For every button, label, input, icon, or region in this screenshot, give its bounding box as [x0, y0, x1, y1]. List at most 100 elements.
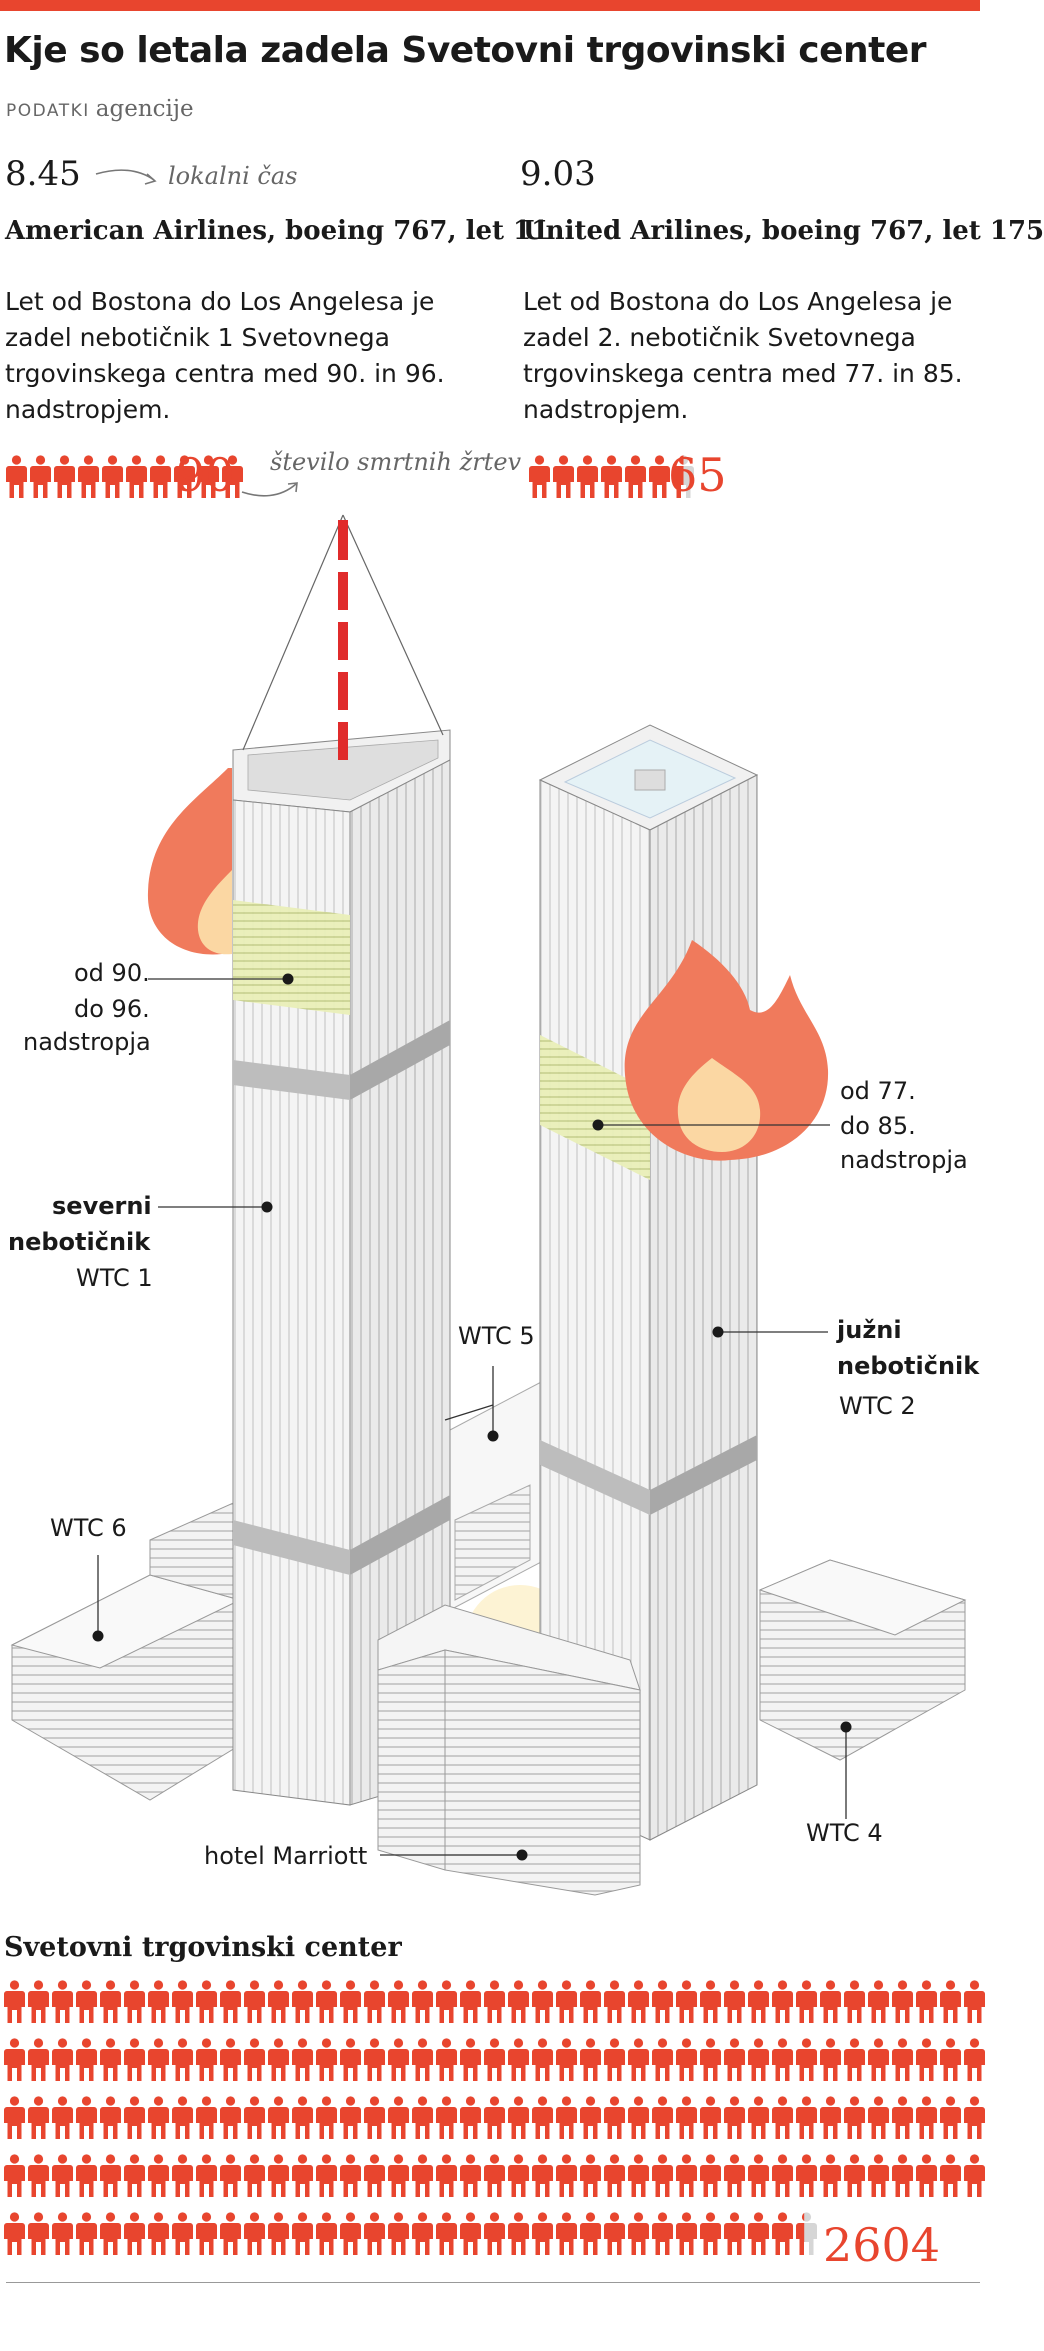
bottom-rule [6, 2282, 980, 2283]
person-icon [340, 1980, 361, 2023]
person-icon [868, 2038, 889, 2081]
person-icon [364, 2154, 385, 2197]
person-icon [340, 2038, 361, 2081]
person-icon [892, 2096, 913, 2139]
person-icon [577, 455, 598, 498]
marriott-hotel [377, 1604, 641, 1896]
person-icon [316, 2038, 337, 2081]
person-icon [532, 2096, 553, 2139]
person-icon [436, 2096, 457, 2139]
person-icon [412, 2154, 433, 2197]
person-icon [4, 2096, 25, 2139]
person-icon [412, 2212, 433, 2255]
local-time-arrow [95, 169, 157, 185]
person-icon [652, 2096, 673, 2139]
person-icon [772, 1980, 793, 2023]
south-floors-line-1: od 77. [840, 1077, 916, 1105]
person-icon [388, 2038, 409, 2081]
person-icon [28, 2096, 49, 2139]
person-icon [796, 1980, 817, 2023]
person-icon [772, 2038, 793, 2081]
person-icon [844, 2096, 865, 2139]
person-icon [220, 2096, 241, 2139]
person-icon [4, 2038, 25, 2081]
person-icon [196, 2154, 217, 2197]
person-icon [628, 2212, 649, 2255]
person-icon [340, 2154, 361, 2197]
flight-2-description: Let od Bostona do Los Angelesa je zadel … [523, 287, 963, 424]
person-icon [388, 2212, 409, 2255]
person-icon [772, 2212, 793, 2255]
death-toll-arrow [241, 482, 298, 497]
person-icon [222, 455, 243, 498]
person-icon [436, 1980, 457, 2023]
people-row-4 [3, 2154, 985, 2198]
person-icon [292, 1980, 313, 2023]
person-icon [172, 2038, 193, 2081]
person-icon [364, 2096, 385, 2139]
person-icon [748, 1980, 769, 2023]
person-icon [76, 1980, 97, 2023]
person-icon [772, 2154, 793, 2197]
person-icon [508, 2212, 529, 2255]
person-icon [316, 2096, 337, 2139]
person-icon [244, 2212, 265, 2255]
person-icon [172, 2154, 193, 2197]
person-icon [174, 455, 195, 498]
north-tower [232, 514, 451, 1806]
person-icon [196, 2038, 217, 2081]
person-icon [556, 2038, 577, 2081]
person-icon [6, 455, 27, 498]
person-icon [340, 2096, 361, 2139]
person-icon [964, 2154, 985, 2197]
person-icon [580, 2212, 601, 2255]
south-tower-name-1: južni [837, 1316, 902, 1344]
person-icon [28, 1980, 49, 2023]
source-label: PODATKI [6, 101, 90, 121]
person-icon [628, 2038, 649, 2081]
person-icon [604, 2154, 625, 2197]
person-icon [748, 2096, 769, 2139]
person-icon [412, 2038, 433, 2081]
person-icon [484, 2154, 505, 2197]
person-icon [30, 455, 51, 498]
person-icon [628, 1980, 649, 2023]
person-icon [436, 2212, 457, 2255]
person-icon [844, 2038, 865, 2081]
north-tower-name-1: severni [52, 1192, 152, 1220]
person-icon [652, 1980, 673, 2023]
person-icon [76, 2212, 97, 2255]
person-icon [52, 1980, 73, 2023]
flight-1-deaths: 90 [176, 448, 235, 502]
person-icon [628, 2154, 649, 2197]
south-floors-line-2: do 85. [840, 1112, 916, 1140]
person-icon [124, 2212, 145, 2255]
person-icon [529, 455, 550, 498]
person-icon [532, 1980, 553, 2023]
north-floors-label: od 90. [74, 955, 150, 991]
wtc4-building [758, 1559, 967, 1761]
person-icon [76, 2154, 97, 2197]
person-icon [796, 2154, 817, 2197]
person-icon [364, 2038, 385, 2081]
person-icon [78, 455, 99, 498]
person-icon [964, 1980, 985, 2023]
person-icon [268, 1980, 289, 2023]
person-icon [76, 2038, 97, 2081]
person-icon [532, 2154, 553, 2197]
person-icon [148, 2038, 169, 2081]
person-icon [676, 1980, 697, 2023]
person-icon [604, 2038, 625, 2081]
person-icon [4, 2154, 25, 2197]
person-icon [796, 2096, 817, 2139]
person-icon [724, 2212, 745, 2255]
wtc5-label: WTC 5 [458, 1322, 535, 1350]
person-icon [532, 2038, 553, 2081]
person-icon [460, 2212, 481, 2255]
person-icon [460, 2154, 481, 2197]
person-icon [412, 1980, 433, 2023]
person-icon [508, 2096, 529, 2139]
person-icon [292, 2154, 313, 2197]
callouts [92, 973, 852, 1861]
person-icon [508, 2154, 529, 2197]
